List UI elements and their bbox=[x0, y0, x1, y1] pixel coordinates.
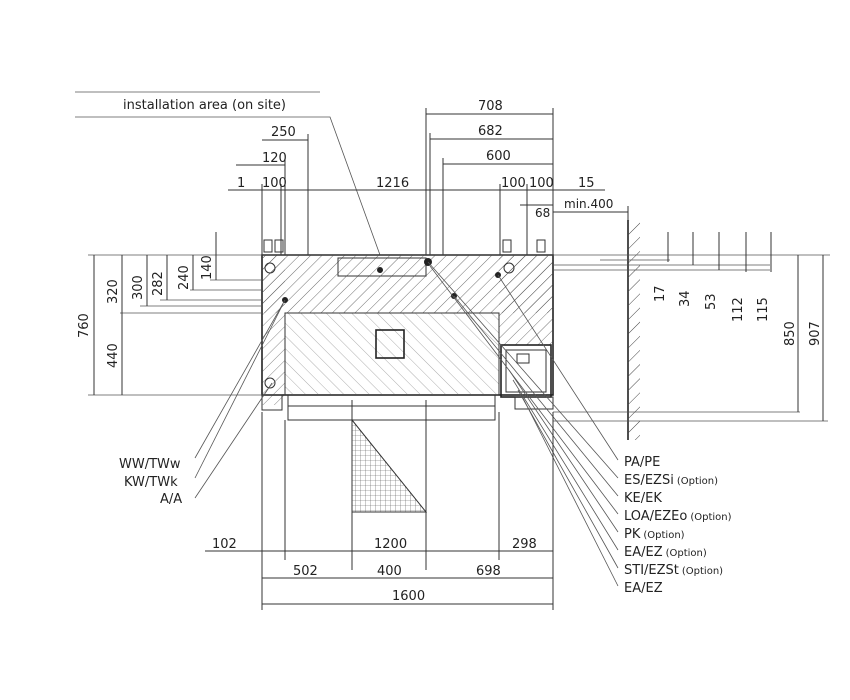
right-dimensions: 17 34 53 112 115 850 907 bbox=[653, 232, 824, 421]
dim-907: 907 bbox=[808, 321, 823, 346]
dim-68: 68 bbox=[535, 206, 550, 220]
dim-682: 682 bbox=[478, 124, 503, 139]
dim-1600: 1600 bbox=[392, 589, 425, 604]
label-ww-tww: WW/TWw bbox=[119, 457, 181, 472]
dim-1216: 1216 bbox=[376, 176, 409, 191]
dim-1: 1 bbox=[237, 176, 245, 191]
top-dimensions: 708 682 600 250 120 1 100 1216 100 100 1… bbox=[228, 99, 629, 260]
dim-15: 15 bbox=[578, 176, 595, 191]
label-ke-ek: KE/EK bbox=[624, 491, 662, 506]
dim-320: 320 bbox=[106, 279, 121, 304]
dim-600: 600 bbox=[486, 149, 511, 164]
label-pa-pe: PA/PE bbox=[624, 455, 660, 470]
right-connection-labels: PA/PE ES/EZSi(Option) KE/EK LOA/EZEo(Opt… bbox=[427, 261, 732, 596]
installation-area-label: installation area (on site) bbox=[123, 98, 286, 113]
dim-140: 140 bbox=[200, 255, 215, 280]
dim-298: 298 bbox=[512, 537, 537, 552]
dim-115: 115 bbox=[756, 297, 771, 322]
dim-282: 282 bbox=[151, 271, 166, 296]
dim-300: 300 bbox=[131, 275, 146, 300]
dim-400: 400 bbox=[377, 564, 402, 579]
dim-240: 240 bbox=[177, 265, 192, 290]
dim-502: 502 bbox=[293, 564, 318, 579]
dim-100-left: 100 bbox=[262, 176, 287, 191]
dim-440: 440 bbox=[106, 343, 121, 368]
door-opening bbox=[351, 400, 428, 570]
reference-lines bbox=[88, 254, 830, 422]
dim-34: 34 bbox=[678, 290, 693, 307]
dim-53: 53 bbox=[704, 293, 719, 310]
dim-17: 17 bbox=[653, 285, 668, 302]
dim-698: 698 bbox=[476, 564, 501, 579]
wall bbox=[627, 220, 640, 440]
dim-100-right: 100 bbox=[529, 176, 554, 191]
dim-120: 120 bbox=[262, 151, 287, 166]
left-connection-labels: WW/TWw KW/TWk A/A bbox=[119, 299, 286, 507]
dim-1200: 1200 bbox=[374, 537, 407, 552]
installation-area-callout: installation area (on site) bbox=[75, 91, 381, 256]
dim-100-mid: 100 bbox=[501, 176, 526, 191]
label-kw-twk: KW/TWk bbox=[124, 475, 178, 490]
bottom-dimensions: 102 1200 298 502 400 698 1600 bbox=[205, 412, 554, 610]
dim-112: 112 bbox=[731, 297, 746, 322]
dim-min400: min.400 bbox=[564, 197, 613, 211]
label-ea-ez: EA/EZ bbox=[624, 581, 663, 596]
label-ea-ez-option: EA/EZ(Option) bbox=[624, 545, 707, 560]
dim-102: 102 bbox=[212, 537, 237, 552]
dim-708: 708 bbox=[478, 99, 503, 114]
dim-850: 850 bbox=[783, 321, 798, 346]
label-es-ezsi: ES/EZSi(Option) bbox=[624, 473, 718, 488]
left-dimensions: 760 320 440 300 282 240 140 bbox=[77, 232, 217, 395]
dim-250: 250 bbox=[271, 125, 296, 140]
machine-unit bbox=[261, 239, 554, 421]
label-sti-ezst: STI/EZSt(Option) bbox=[624, 563, 723, 578]
label-loa-ezeo: LOA/EZEo(Option) bbox=[624, 509, 732, 524]
dim-760: 760 bbox=[77, 313, 92, 338]
label-a-a: A/A bbox=[160, 492, 182, 507]
label-pk: PK(Option) bbox=[624, 527, 685, 542]
